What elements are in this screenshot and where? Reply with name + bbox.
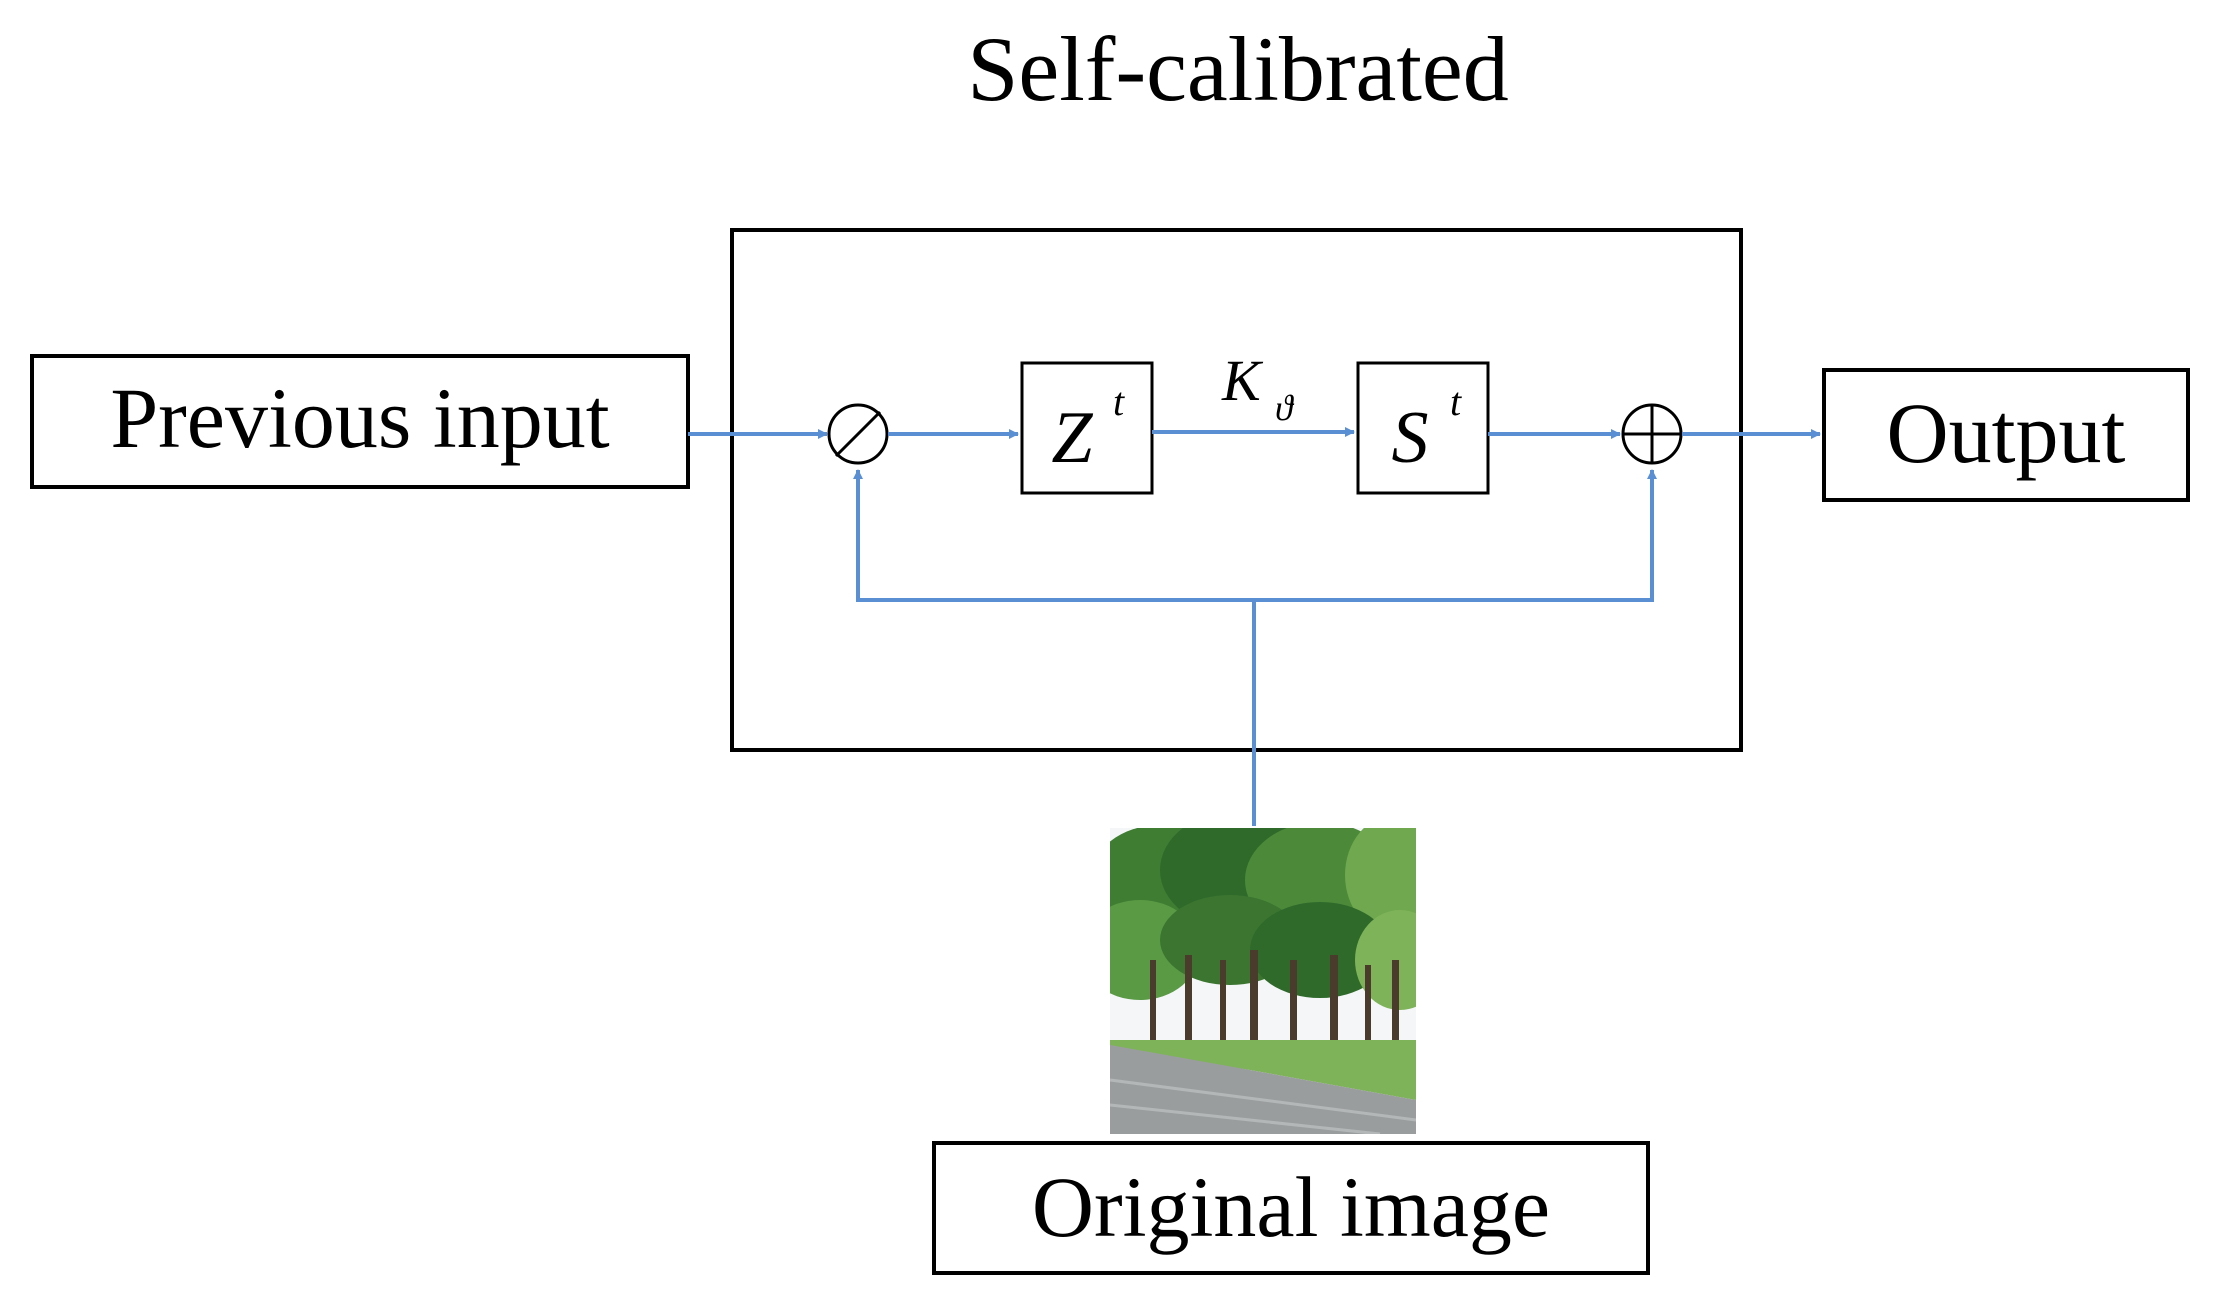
- divide-operator-icon: [827, 403, 889, 465]
- original-image-label: Original image: [1032, 1159, 1550, 1255]
- s-superscript: t: [1450, 379, 1462, 424]
- k-symbol: K: [1221, 348, 1264, 413]
- arrow-to-add-bottom: [1254, 469, 1657, 602]
- s-block: S t: [1356, 361, 1490, 495]
- add-operator-icon: [1621, 403, 1683, 465]
- arrow-to-divide-bottom: [853, 469, 1254, 602]
- previous-input-box: Previous input: [30, 354, 690, 489]
- svg-text:S: S: [1392, 397, 1429, 479]
- z-superscript: t: [1113, 379, 1125, 424]
- previous-input-label: Previous input: [110, 370, 609, 466]
- output-box: Output: [1822, 368, 2190, 502]
- k-edge-label: K ϑ: [1221, 348, 1295, 428]
- k-subscript: ϑ: [1275, 388, 1295, 428]
- z-block: Z t: [1020, 361, 1154, 495]
- module-frame: [730, 228, 1743, 752]
- original-image-thumbnail: [1110, 828, 1416, 1134]
- z-symbol: Z: [1051, 397, 1093, 479]
- flow-arrows: [688, 427, 1821, 826]
- svg-text:Z: Z: [1051, 397, 1093, 479]
- original-image-box: Original image: [932, 1141, 1650, 1275]
- output-label: Output: [1887, 385, 2126, 481]
- s-symbol: S: [1392, 397, 1429, 479]
- diagram-title: Self-calibrated: [967, 18, 1509, 120]
